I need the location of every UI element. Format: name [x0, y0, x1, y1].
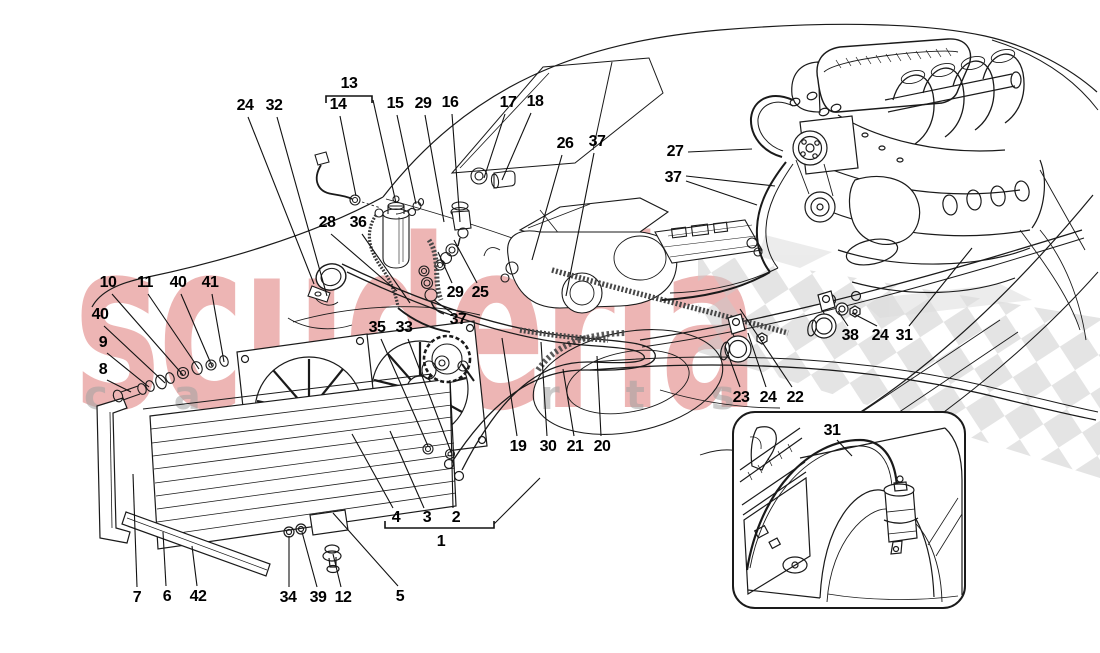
part-callout: 40: [169, 274, 187, 291]
part-callout: 21: [566, 438, 584, 455]
part-callout: 25: [471, 284, 489, 301]
part-callout: 9: [98, 334, 108, 351]
part-callout: 26: [556, 135, 574, 152]
part-callout: 34: [279, 589, 297, 606]
part-callout: 24: [871, 327, 889, 344]
part-callout: 41: [201, 274, 219, 291]
part-callout: 29: [446, 284, 464, 301]
part-callout: 18: [526, 93, 544, 110]
part-callout: 14: [329, 96, 347, 113]
part-callout: 2: [451, 509, 461, 526]
engine-assembly: [661, 38, 1086, 331]
part-callout: 1: [436, 533, 446, 550]
leader-lines: [103, 95, 973, 588]
part-callout: 22: [786, 389, 804, 406]
part-callout: 27: [666, 143, 684, 160]
part-callout: 35: [368, 319, 386, 336]
part-callout: 8: [98, 361, 108, 378]
condenser-assembly: [96, 371, 465, 577]
part-callout: 20: [593, 438, 611, 455]
part-callout: 28: [318, 214, 336, 231]
part-callout: 17: [499, 94, 517, 111]
part-callout: 40: [91, 306, 109, 323]
shadow-patches: [758, 235, 1032, 318]
part-callout: 31: [895, 327, 913, 344]
hvac-evaporator-unit: [483, 197, 763, 314]
part-callout: 24: [759, 389, 777, 406]
part-callout: 12: [334, 589, 352, 606]
part-callout: 42: [189, 588, 207, 605]
part-callout: 5: [395, 588, 405, 605]
inset-detail-box: [732, 411, 966, 609]
receiver-drier-group: [307, 151, 516, 315]
part-callout: 38: [841, 327, 859, 344]
part-callout: 31: [823, 422, 841, 439]
part-callout: 39: [309, 589, 327, 606]
part-callout: 11: [137, 274, 153, 291]
part-callout: 7: [132, 589, 142, 606]
car-body-outline: [91, 23, 1099, 506]
part-callout: 6: [162, 588, 172, 605]
part-callout: 3: [422, 509, 432, 526]
part-callout: 13: [340, 75, 358, 92]
part-callout: 24: [236, 97, 254, 114]
part-callout: 32: [265, 97, 283, 114]
part-callout: 36: [349, 214, 367, 231]
part-callout: 30: [539, 438, 557, 455]
part-callout: 19: [509, 438, 527, 455]
part-callout: 37: [664, 169, 682, 186]
part-callout: 23: [732, 389, 750, 406]
part-callout: 15: [386, 95, 404, 112]
part-callout: 37: [588, 133, 606, 150]
refrigerant-pipes: [341, 229, 1099, 471]
part-callout: 37: [449, 311, 467, 328]
part-callout: 16: [441, 94, 459, 111]
firewall-grommets: [720, 290, 861, 363]
part-callout: 10: [99, 274, 117, 291]
part-callout: 33: [395, 319, 413, 336]
part-callout: 4: [391, 509, 401, 526]
part-callout: 29: [414, 95, 432, 112]
